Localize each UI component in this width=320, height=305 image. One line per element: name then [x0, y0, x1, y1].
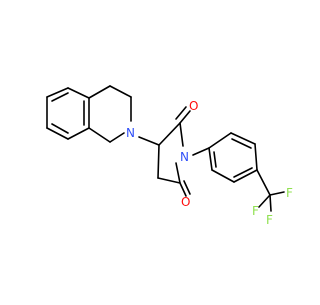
fluorine-atom-right: F: [286, 186, 293, 200]
fluorine-atom-bottom: F: [266, 213, 273, 227]
molecule-diagram: O O N N F F F: [46, 85, 293, 227]
oxygen-atom-upper: O: [189, 99, 198, 113]
oxygen-atom-lower: O: [181, 195, 190, 209]
structure-svg: O O N N F F F: [46, 85, 293, 227]
bond-lines: [46, 85, 285, 212]
nitrogen-atom-imide: N: [180, 150, 189, 164]
fluorine-atom-left: F: [252, 204, 259, 218]
nitrogen-atom-amine: N: [126, 126, 135, 140]
